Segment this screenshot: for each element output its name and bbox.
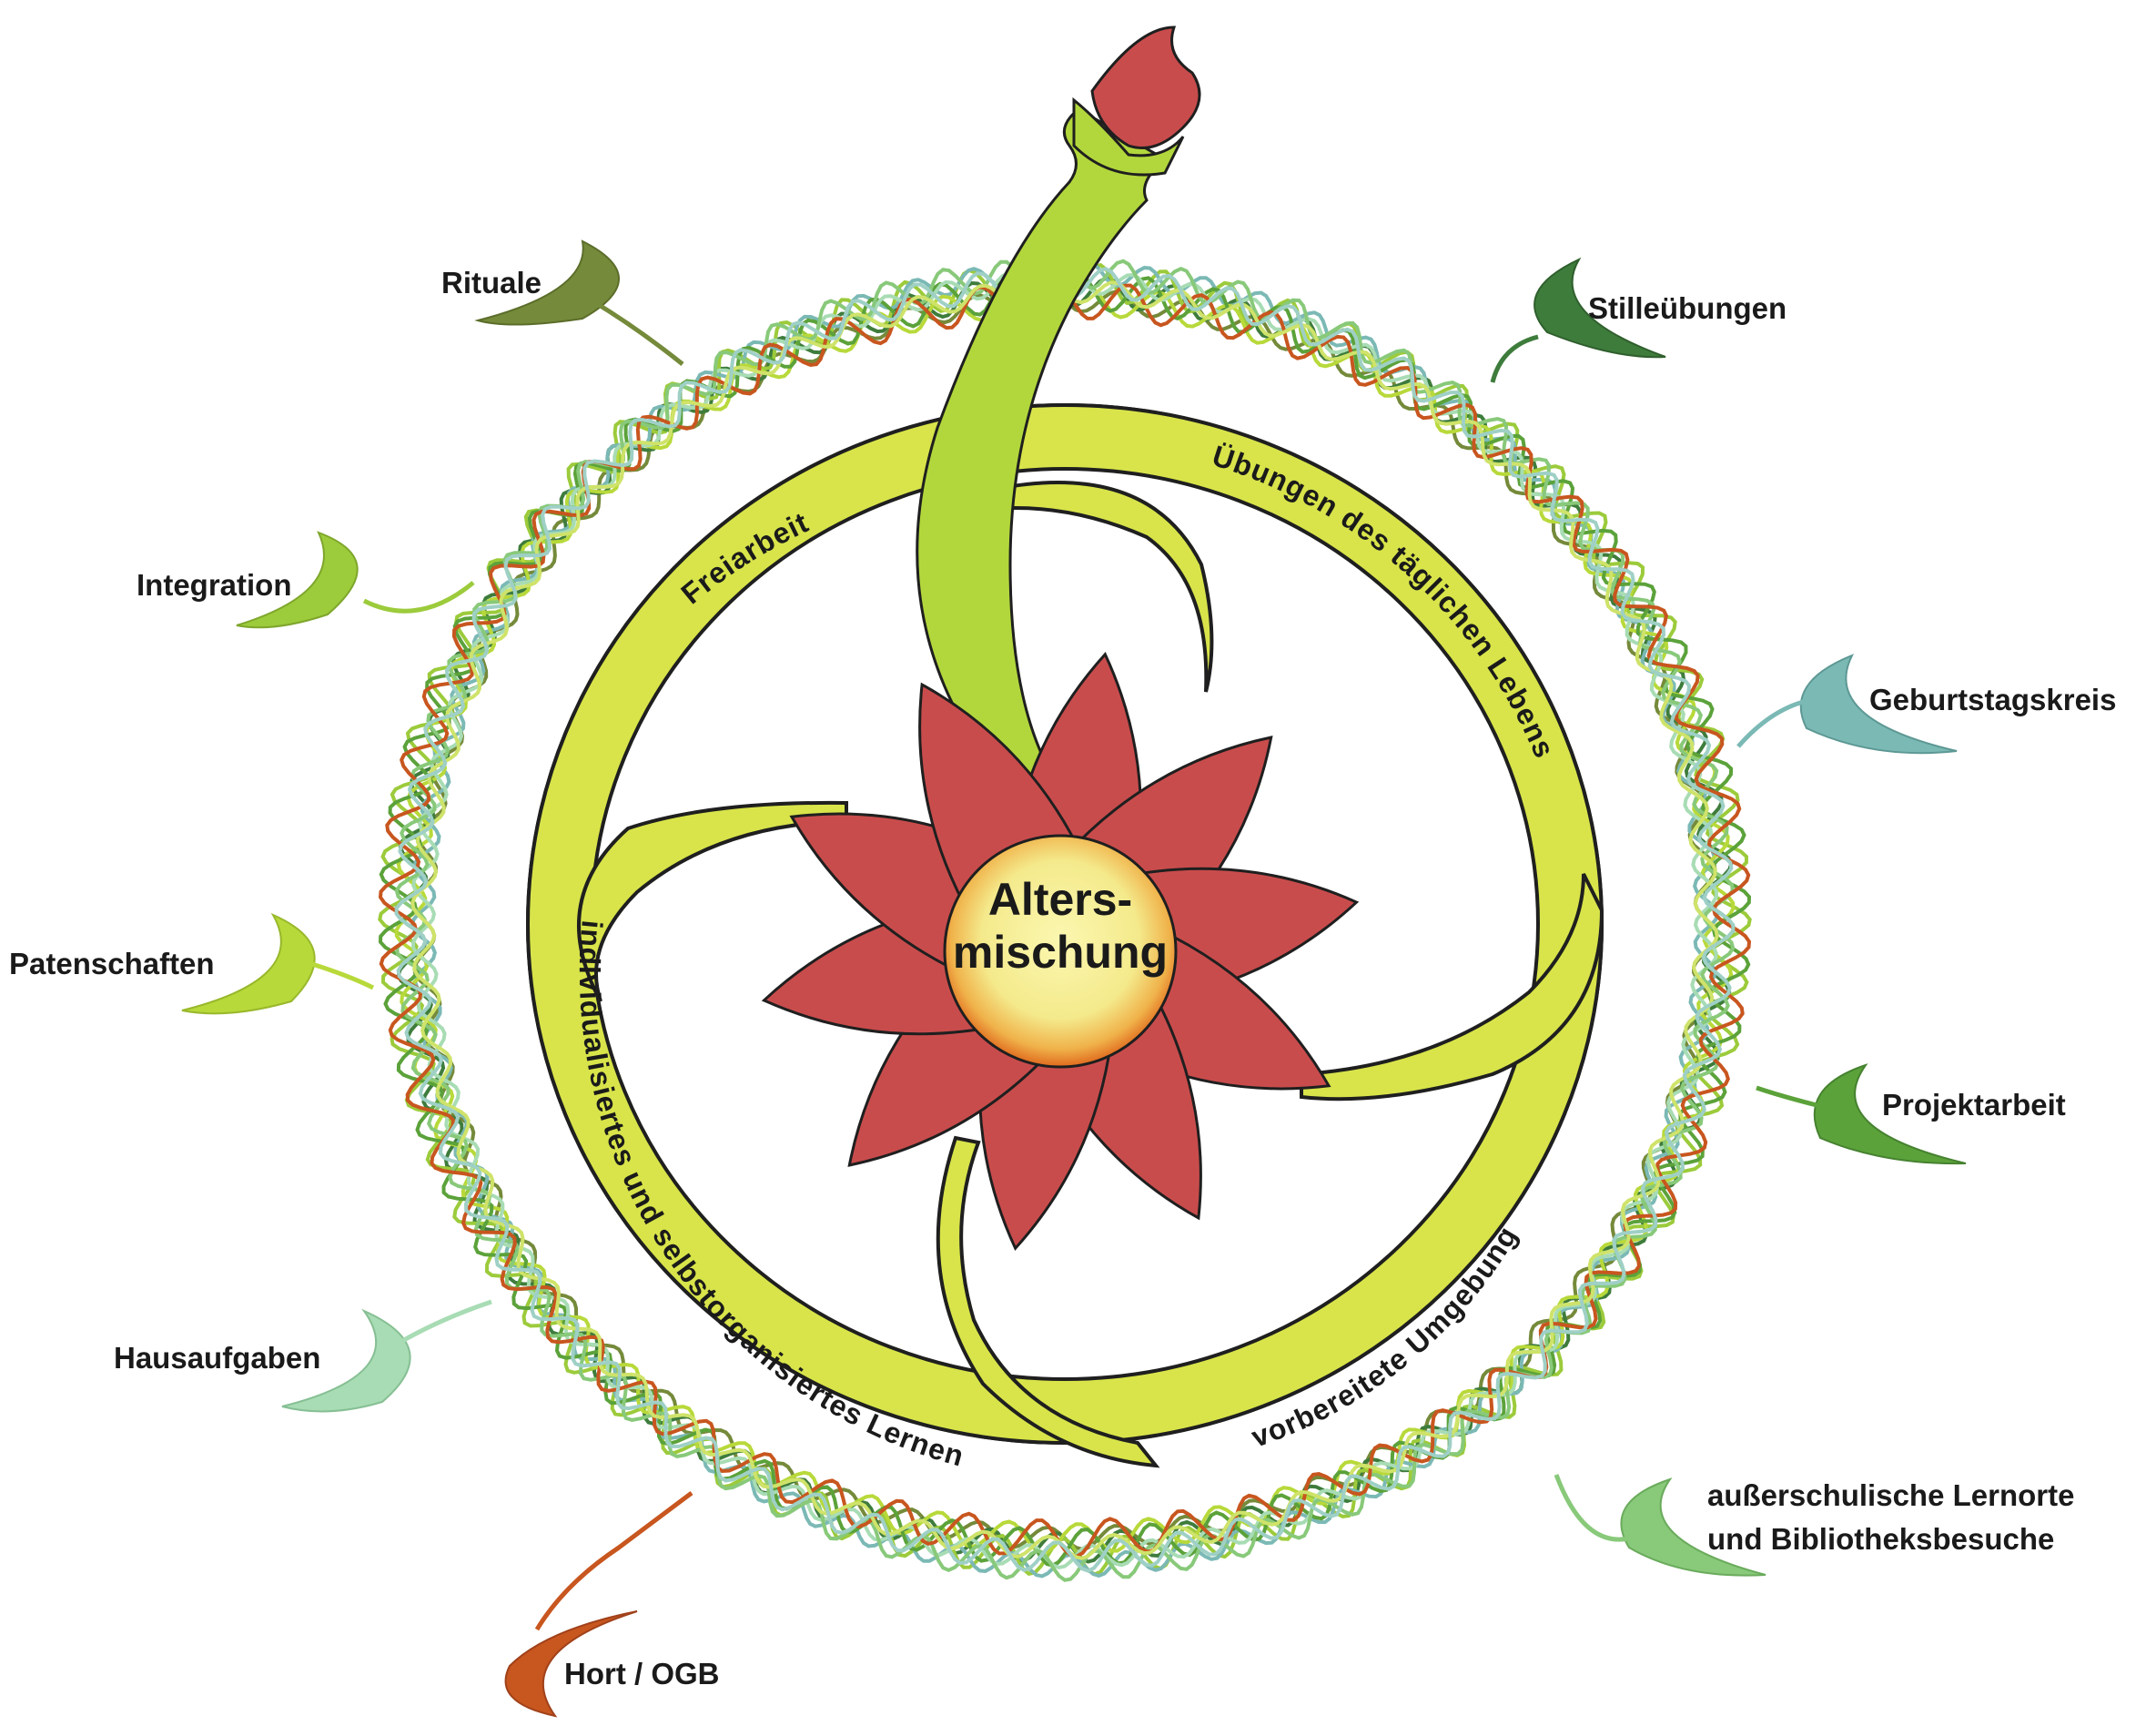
label-stilleuebungen: Stilleübungen — [1588, 291, 1787, 325]
ausser-leaf-icon — [1620, 1477, 1766, 1577]
center-label-line1: Alters- — [988, 874, 1132, 925]
label-ausser-line2: und Bibliotheksbesuche — [1707, 1522, 2054, 1556]
label-patenschaften: Patenschaften — [9, 947, 215, 980]
projekt-stem — [1756, 1085, 1821, 1109]
inner-swirls — [577, 481, 1604, 1468]
integration-stem — [362, 581, 475, 614]
hort-leaf-icon — [504, 1610, 638, 1718]
label-rituale: Rituale — [441, 266, 542, 299]
wavy-rings — [378, 257, 1752, 1582]
label-geburtstagskreis: Geburtstagskreis — [1869, 683, 2116, 716]
leaf-group — [181, 239, 1967, 1718]
ausser-stem — [1554, 1474, 1630, 1542]
paten-leaf-icon — [181, 912, 316, 1015]
label-projektarbeit: Projektarbeit — [1882, 1088, 2066, 1122]
hausaufgaben-leaf-icon — [281, 1308, 411, 1413]
center-label-line2: mischung — [953, 927, 1168, 978]
center-disc — [943, 834, 1178, 1069]
geburtstag-leaf-icon — [1799, 654, 1958, 755]
rituale-leaf-icon — [474, 239, 620, 326]
stille-leaf-icon — [1533, 257, 1666, 359]
label-integration: Integration — [137, 568, 292, 602]
wavy-ring-line — [378, 280, 1752, 1558]
label-hort: Hort / OGB — [564, 1657, 720, 1690]
label-hausaufgaben: Hausaufgaben — [114, 1341, 320, 1375]
hausaufgaben-stem — [390, 1299, 492, 1350]
projekt-leaf-icon — [1813, 1063, 1967, 1165]
label-ausser-line1: außerschulische Lernorte — [1707, 1478, 2074, 1512]
paten-stem — [299, 958, 375, 990]
geburtstag-stem — [1736, 698, 1807, 748]
wavy-ring-line — [394, 266, 1736, 1573]
hort-stem — [534, 1491, 693, 1631]
bud-icon — [1072, 25, 1201, 177]
rituale-stem — [590, 298, 684, 366]
wavy-ring-line — [410, 279, 1719, 1560]
integration-leaf-icon — [236, 531, 359, 629]
stille-stem — [1490, 334, 1539, 383]
